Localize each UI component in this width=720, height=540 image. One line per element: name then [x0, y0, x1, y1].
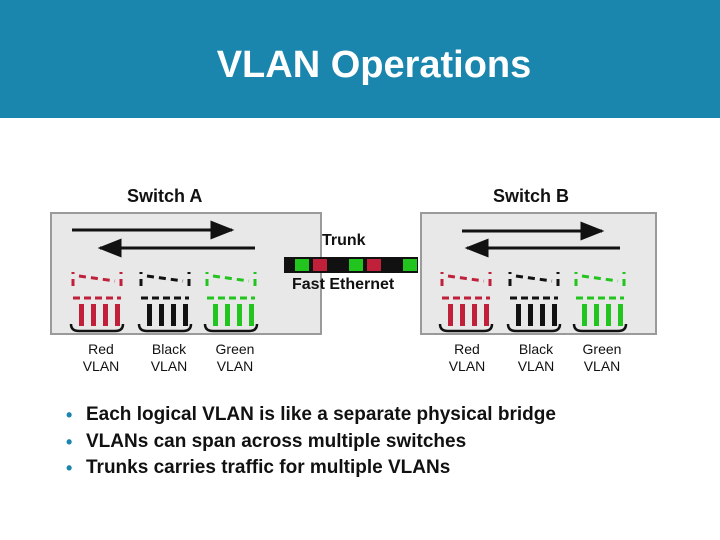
port-group-a-red: [69, 272, 125, 333]
switch-a-label: Switch A: [127, 186, 203, 206]
fast-ethernet-label: Fast Ethernet: [292, 276, 395, 293]
port-group-b-green: [572, 272, 628, 333]
switch-a-arrows: [72, 220, 255, 258]
port-icon: [225, 304, 230, 326]
port-icon: [213, 304, 218, 326]
bullet-list: •Each logical VLAN is like a separate ph…: [66, 402, 556, 482]
bullet-item: •VLANs can span across multiple switches: [66, 429, 556, 456]
bullet-dot-icon: •: [66, 431, 73, 452]
port-group-a-black: [137, 272, 193, 333]
bullet-item: •Trunks carries traffic for multiple VLA…: [66, 455, 556, 482]
port-icon: [159, 304, 164, 326]
switch-b-label: Switch B: [493, 186, 570, 206]
trunk-cable: [284, 257, 418, 273]
bullet-item: •Each logical VLAN is like a separate ph…: [66, 402, 556, 429]
trunk-label: Trunk: [322, 232, 366, 249]
port-icon: [460, 304, 465, 326]
port-icon: [147, 304, 152, 326]
title-banner: [0, 0, 720, 118]
port-group-a-green: [203, 272, 259, 333]
bullet-dot-icon: •: [66, 458, 73, 478]
vlan-diagram: [50, 212, 657, 335]
port-group-b-red: [438, 272, 494, 333]
port-icon: [516, 304, 521, 326]
bullet-dot-icon: •: [66, 405, 73, 425]
port-icon: [171, 304, 176, 326]
port-icon: [448, 304, 453, 326]
port-icon: [103, 304, 108, 326]
port-icon: [79, 304, 84, 326]
port-icon: [472, 304, 477, 326]
port-icon: [528, 304, 533, 326]
slide-title: VLAN Operations: [216, 44, 532, 86]
port-icon: [618, 304, 623, 326]
port-icon: [540, 304, 545, 326]
port-icon: [237, 304, 242, 326]
port-icon: [115, 304, 120, 326]
port-icon: [249, 304, 254, 326]
port-group-b-black: [506, 272, 562, 333]
port-icon: [183, 304, 188, 326]
port-icon: [91, 304, 96, 326]
switch-b-arrows: [462, 221, 620, 258]
port-icon: [594, 304, 599, 326]
port-icon: [484, 304, 489, 326]
port-icon: [552, 304, 557, 326]
port-icon: [582, 304, 587, 326]
port-icon: [606, 304, 611, 326]
